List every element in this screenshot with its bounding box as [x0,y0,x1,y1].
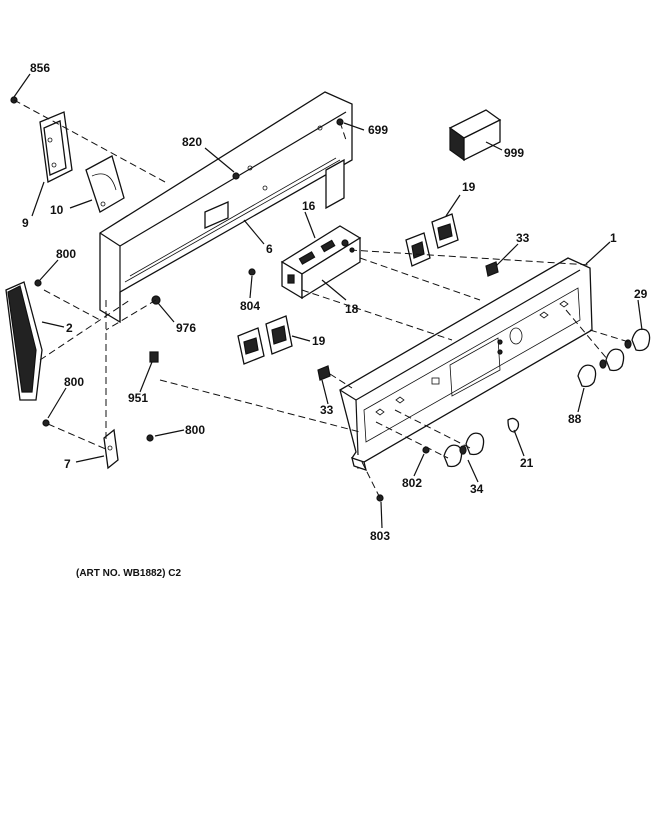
switches-19-upper [405,213,459,267]
label-34: 34 [470,482,484,496]
side-bracket-10 [85,155,125,213]
leader-lines [13,73,643,529]
label-88: 88 [568,412,582,426]
label-800-b: 800 [64,375,84,389]
knob-29b [599,348,625,372]
label-1: 1 [610,231,617,245]
part-999-block [448,109,502,162]
label-820: 820 [182,135,202,149]
label-21: 21 [520,456,534,470]
label-2: 2 [66,321,73,335]
knob-29 [624,328,651,352]
label-19-upper: 19 [462,180,476,194]
label-699: 699 [368,123,388,137]
label-803: 803 [370,529,390,543]
label-804: 804 [240,299,260,313]
control-board [280,225,362,300]
label-976: 976 [176,321,196,335]
label-856: 856 [30,61,50,75]
back-panel [99,91,353,324]
clip-33-upper [485,261,499,277]
label-33-lower: 33 [320,403,334,417]
knob-34a [443,444,463,468]
side-bracket-9 [39,111,73,183]
label-802: 802 [402,476,422,490]
switches-19-lower [237,315,293,365]
label-9: 9 [22,216,29,230]
label-999: 999 [504,146,524,160]
clip-33-lower [317,365,331,381]
side-trim-2 [5,281,43,401]
label-800-c: 800 [185,423,205,437]
label-6: 6 [266,242,273,256]
knob-88 [577,364,597,388]
label-16: 16 [302,199,316,213]
control-panel [339,257,593,471]
art-number-caption: (ART NO. WB1882) C2 [76,568,181,579]
label-18: 18 [345,302,359,316]
callout-labels: 856 820 699 999 9 10 6 16 19 33 1 800 2 … [22,61,648,543]
label-10: 10 [50,203,64,217]
label-7: 7 [64,457,71,471]
knob-34b [459,432,485,456]
label-951: 951 [128,391,148,405]
label-29: 29 [634,287,648,301]
label-800-a: 800 [56,247,76,261]
label-33-upper: 33 [516,231,530,245]
bracket-7 [103,428,119,470]
label-19-lower: 19 [312,334,326,348]
